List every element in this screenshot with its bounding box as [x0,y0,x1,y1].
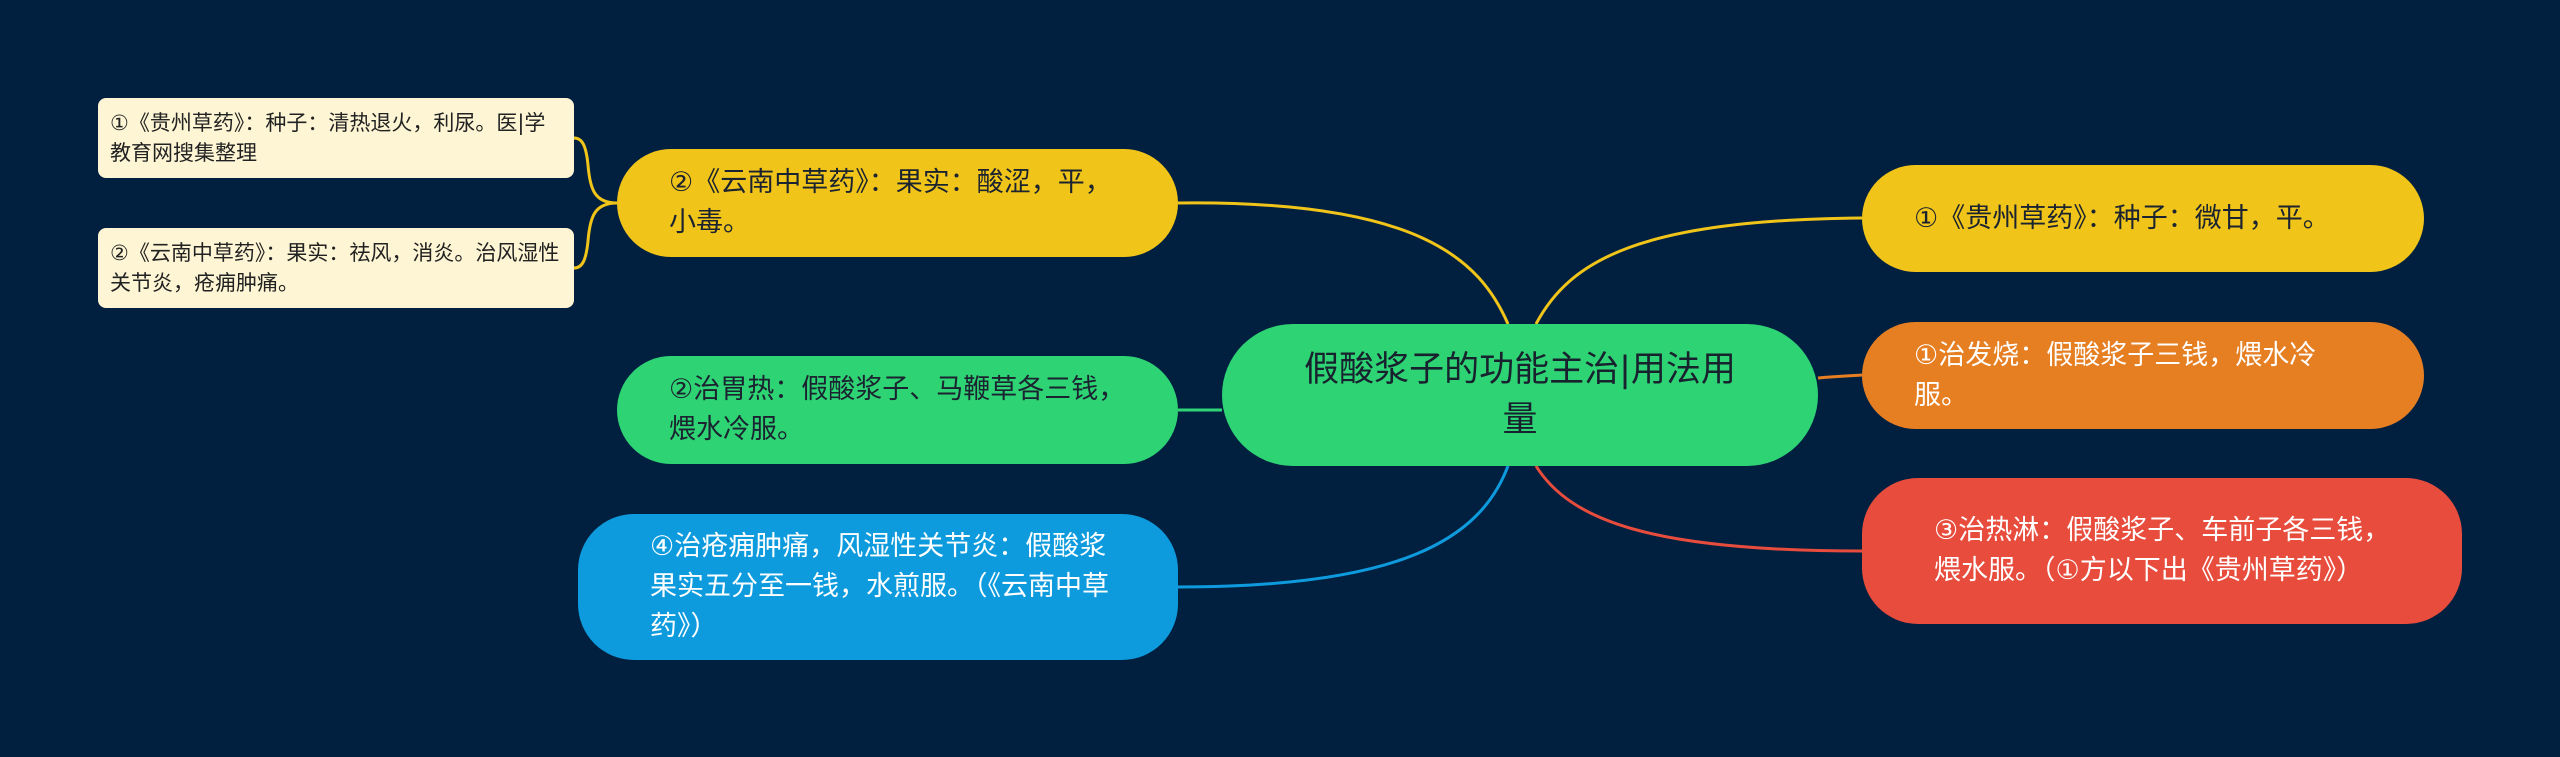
link-center-right-3 [1534,465,1863,553]
leaf-yunnan-fruit-effect[interactable]: ②《云南中草药》：果实：祛风，消炎。治风湿性关节炎，疮痈肿痛。 [98,228,574,308]
branch-right-guizhou-seed[interactable]: ①《贵州草药》：种子：微甘，平。 [1862,165,2424,272]
branch-label: ①治发烧：假酸浆子三钱，煨水冷服。 [1914,339,2317,411]
leaf-guizhou-seed-effect[interactable]: ①《贵州草药》：种子：清热退火，利尿。医|学教育网搜集整理 [98,98,574,178]
branch-right-heat-strangury[interactable]: ③治热淋：假酸浆子、车前子各三钱，煨水服。（①方以下出《贵州草药》） [1862,478,2462,624]
link-center-left-3 [1177,465,1510,589]
central-topic[interactable]: 假酸浆子的功能主治|用法用量 [1222,324,1818,466]
link-left1-leaf-1 [573,136,618,205]
branch-left-sores-arthritis[interactable]: ④治疮痈肿痛，风湿性关节炎：假酸浆果实五分至一钱，水煎服。（《云南中草药》） [578,514,1178,660]
branch-label: ③治热淋：假酸浆子、车前子各三钱，煨水服。（①方以下出《贵州草药》） [1934,515,2391,586]
branch-right-fever[interactable]: ①治发烧：假酸浆子三钱，煨水冷服。 [1862,322,2424,429]
branch-label: ②《云南中草药》：果实：酸涩，平，小毒。 [669,167,1112,238]
link-center-left-1 [1177,201,1510,325]
branch-label: ①《贵州草药》：种子：微甘，平。 [1914,202,2330,234]
branch-left-yunnan-fruit[interactable]: ②《云南中草药》：果实：酸涩，平，小毒。 [617,149,1178,257]
branch-left-stomach-heat[interactable]: ②治胃热：假酸浆子、马鞭草各三钱，煨水冷服。 [617,356,1178,464]
leaf-label: ①《贵州草药》：种子：清热退火，利尿。医|学教育网搜集整理 [110,111,546,165]
link-center-right-2 [1817,373,1863,380]
link-center-right-1 [1534,216,1863,325]
leaf-label: ②《云南中草药》：果实：祛风，消炎。治风湿性关节炎，疮痈肿痛。 [110,241,560,295]
central-topic-label: 假酸浆子的功能主治|用法用量 [1304,350,1736,440]
branch-label: ②治胃热：假酸浆子、马鞭草各三钱，煨水冷服。 [669,374,1126,445]
branch-label: ④治疮痈肿痛，风湿性关节炎：假酸浆果实五分至一钱，水煎服。（《云南中草药》） [650,531,1109,642]
link-left1-leaf-2 [573,201,618,270]
